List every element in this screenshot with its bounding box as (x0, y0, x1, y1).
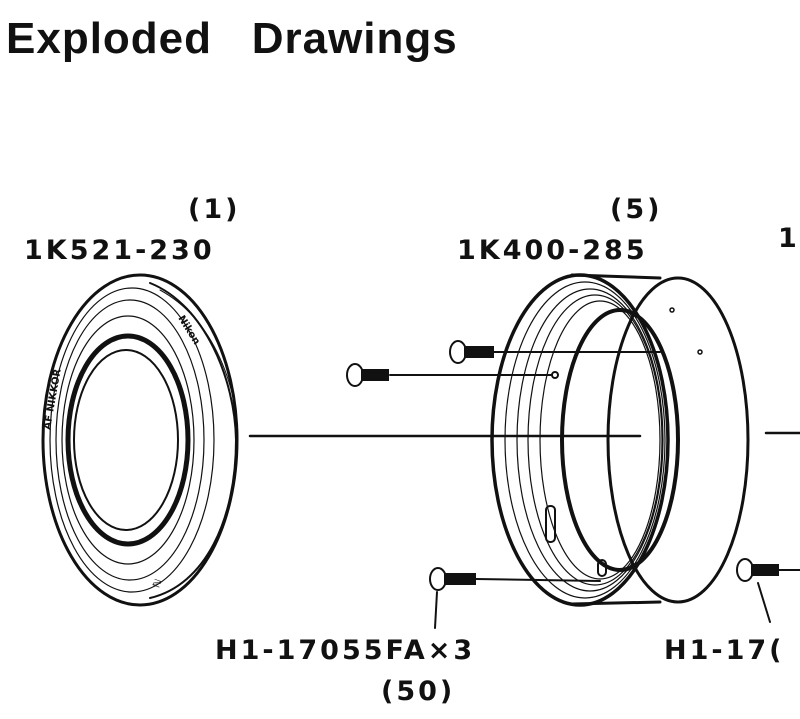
screw-ref-label: (50) (381, 676, 456, 707)
part-5-number: 1K400-285 (457, 235, 648, 266)
part-next-number: 1 (778, 223, 800, 254)
screw-icon-2 (449, 340, 494, 364)
part-1-number: 1K521-230 (24, 235, 215, 266)
screw-icon-4 (736, 558, 779, 582)
screw-icon-3 (429, 567, 476, 591)
ring-mark-text: ℕ (149, 577, 162, 589)
page-title: Exploded Drawings (6, 14, 458, 63)
screw-icon-1 (346, 363, 389, 387)
screw-spec-label: H1-17055FA×3 (215, 635, 476, 666)
screw-spec-label-2: H1-17( (664, 635, 785, 666)
ring-brand-text: Nikon (175, 314, 201, 347)
part-1-ref: (1) (188, 194, 241, 225)
part-5-ref: (5) (610, 194, 663, 225)
barrel-ring-part-5 (490, 273, 750, 607)
front-ring-part-1 (41, 273, 239, 607)
